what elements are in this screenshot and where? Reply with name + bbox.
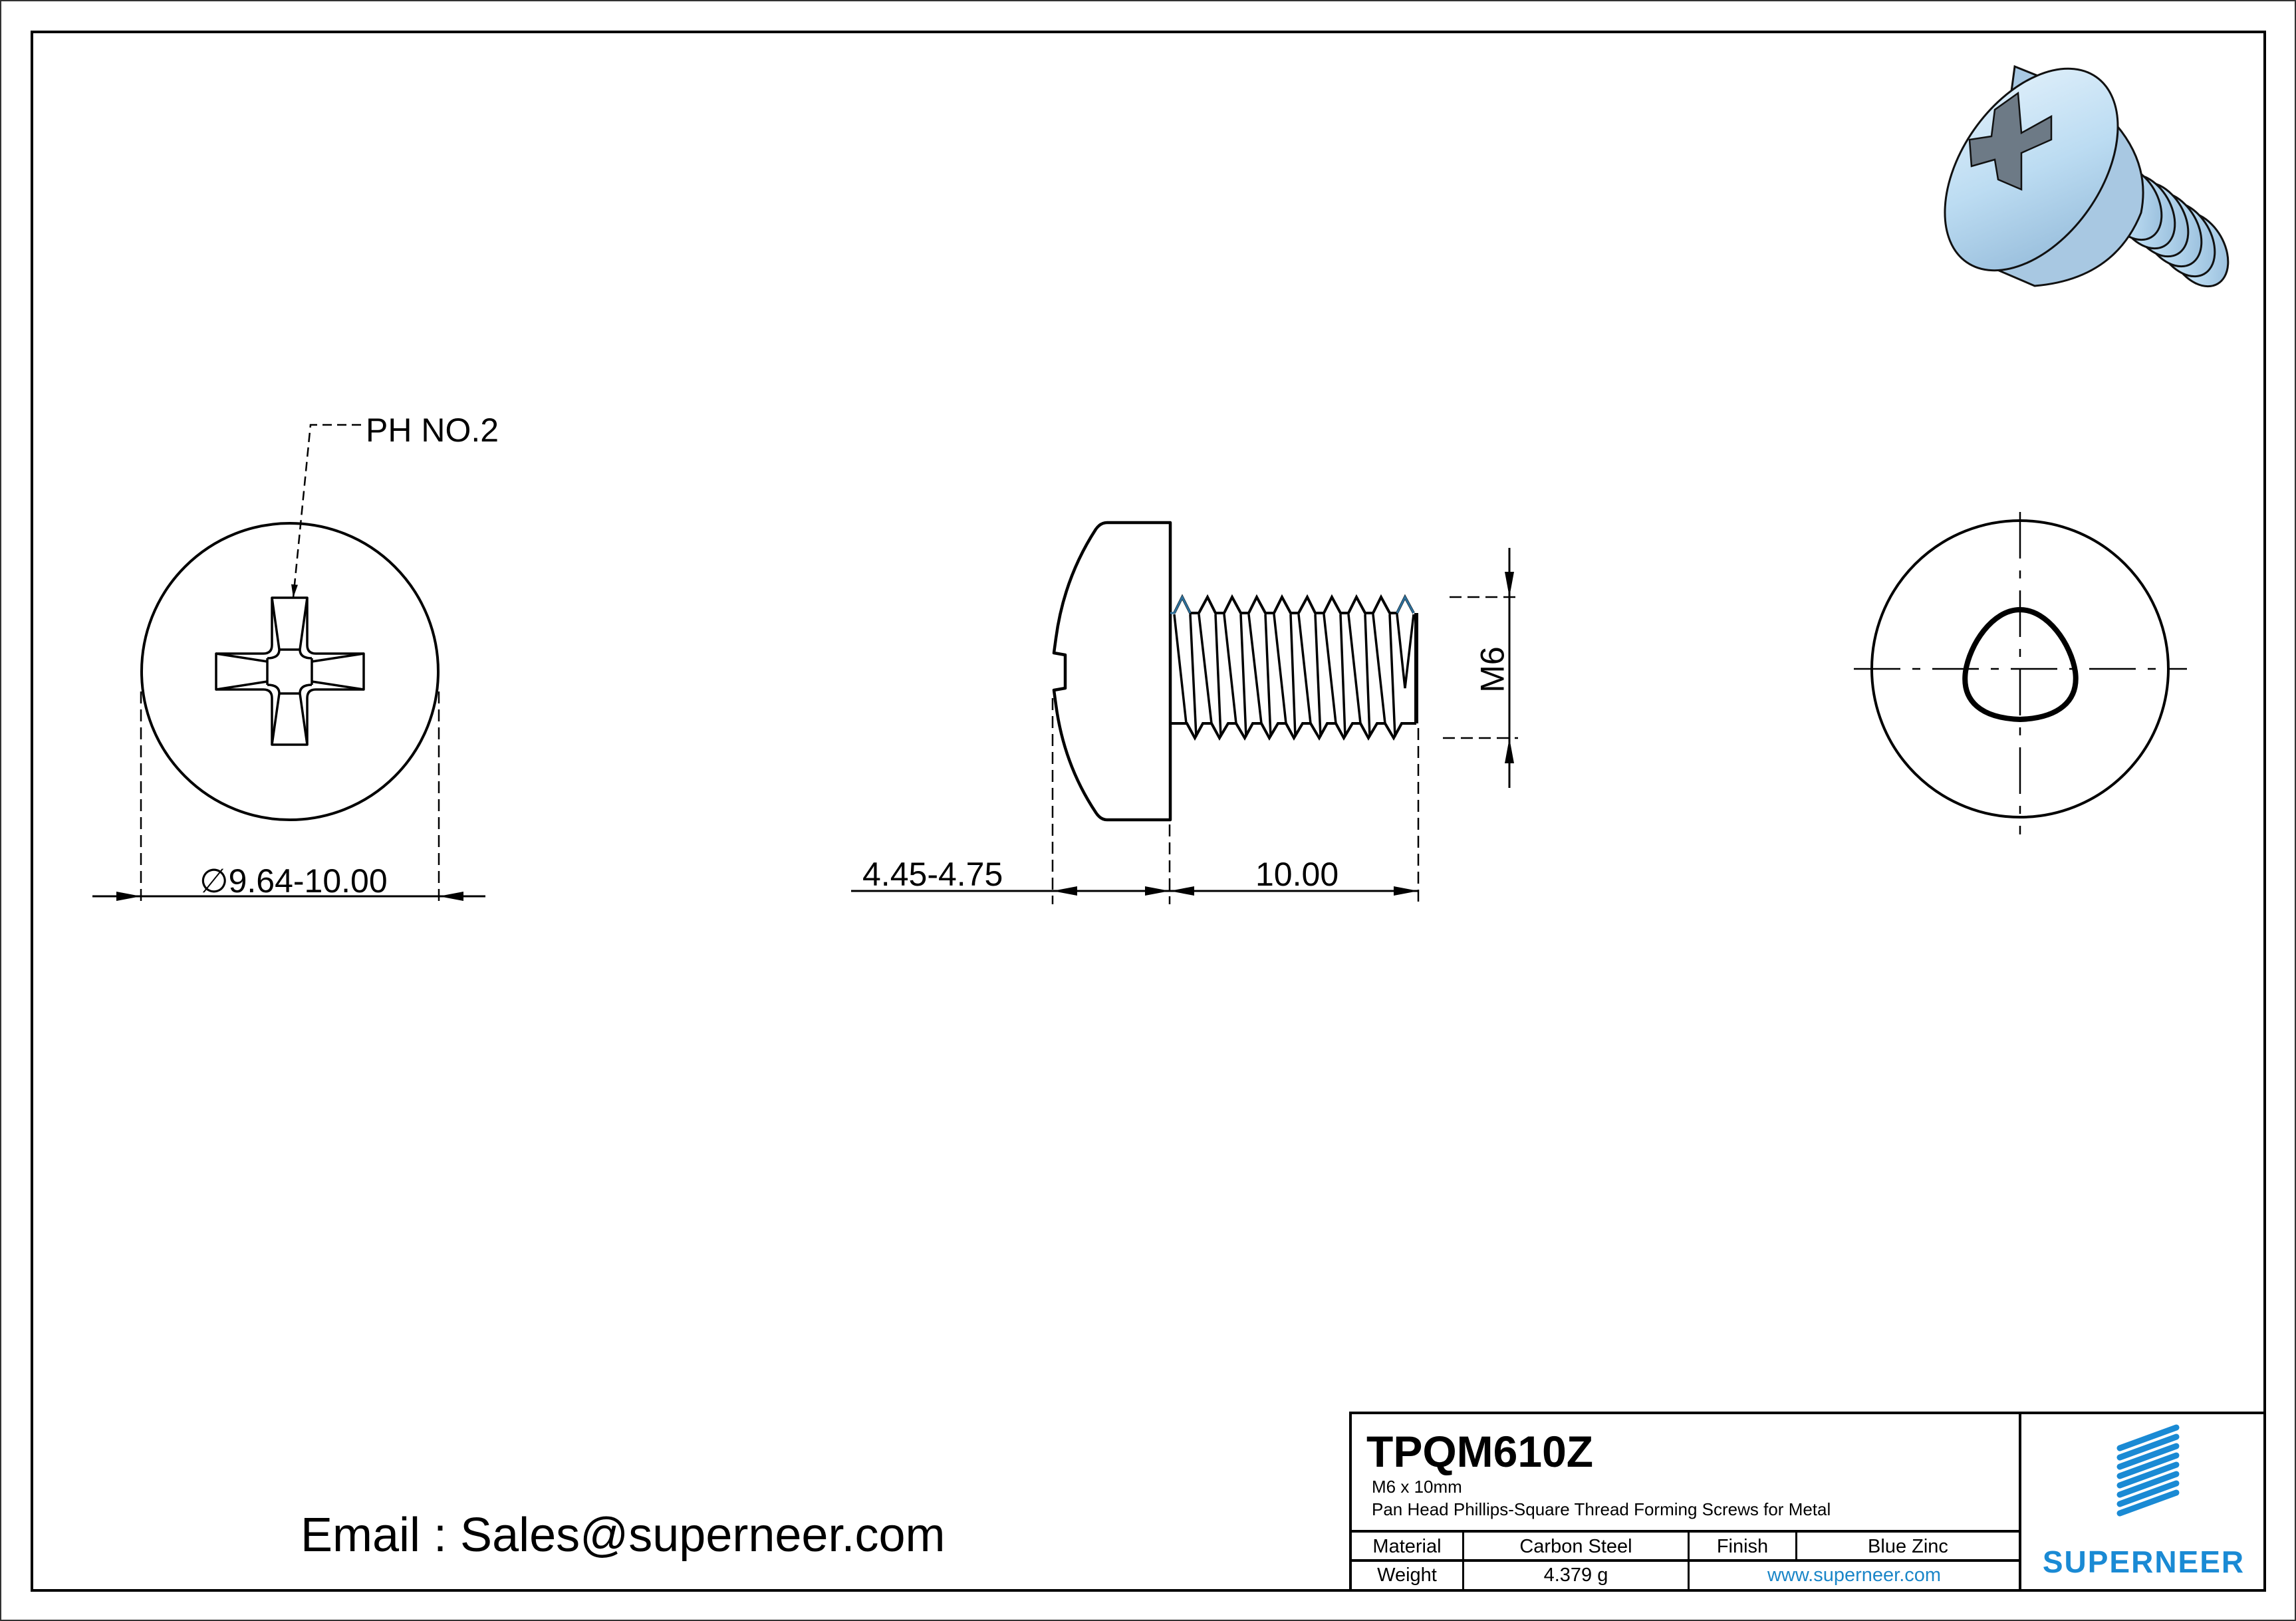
contact-email: Email : Sales@superneer.com	[301, 1509, 946, 1562]
weight-label: Weight	[1377, 1564, 1437, 1586]
length-dimension: 10.00	[1255, 856, 1339, 893]
part-size: M6 x 10mm	[1372, 1477, 1462, 1497]
thread-helix-lines	[1173, 614, 1415, 737]
title-block: TPQM610Z M6 x 10mm Pan Head Phillips-Squ…	[1349, 1412, 2263, 1589]
finish-label: Finish	[1688, 1533, 1795, 1560]
diameter-symbol-icon: ∅	[199, 862, 229, 900]
website-link[interactable]: www.superneer.com	[1688, 1562, 2019, 1589]
pan-head-profile	[1052, 521, 1172, 822]
callout-leader	[291, 424, 361, 598]
thread-size-dimension: M6	[1473, 646, 1511, 693]
phillips-size-callout: PH NO.2	[366, 412, 499, 449]
phillips-recess-icon	[215, 596, 365, 746]
end-view	[1854, 512, 2187, 834]
company-logo: SUPERNEER	[2019, 1414, 2266, 1589]
material-label: Material	[1372, 1535, 1442, 1557]
part-description: Pan Head Phillips-Square Thread Forming …	[1372, 1499, 1831, 1519]
material-row: Material Carbon Steel Finish Blue Zinc	[1352, 1530, 2019, 1560]
title-block-main: TPQM610Z M6 x 10mm Pan Head Phillips-Squ…	[1352, 1414, 2019, 1589]
trilobular-section	[1962, 606, 2079, 723]
part-number: TPQM610Z	[1366, 1427, 1594, 1476]
screw-3d-render-icon	[1944, 64, 2230, 288]
thread-top	[1173, 594, 1415, 614]
drawing-frame	[31, 31, 2266, 1592]
logo-wordmark: SUPERNEER	[2042, 1545, 2245, 1579]
material-value: Carbon Steel	[1462, 1533, 1688, 1560]
head-outline	[140, 522, 440, 821]
top-view	[92, 424, 485, 904]
side-view	[851, 521, 1518, 904]
head-height-dimension: 4.45-4.75	[862, 856, 1003, 893]
thread-bottom	[1170, 722, 1416, 741]
logo-stripes-icon	[2116, 1424, 2180, 1517]
weight-value: 4.379 g	[1462, 1562, 1688, 1589]
diameter-dimension: ∅9.64-10.00	[199, 864, 388, 898]
weight-row: Weight 4.379 g www.superneer.com	[1352, 1559, 2019, 1589]
finish-value: Blue Zinc	[1795, 1533, 2019, 1560]
diameter-value: 9.64-10.00	[228, 862, 388, 900]
